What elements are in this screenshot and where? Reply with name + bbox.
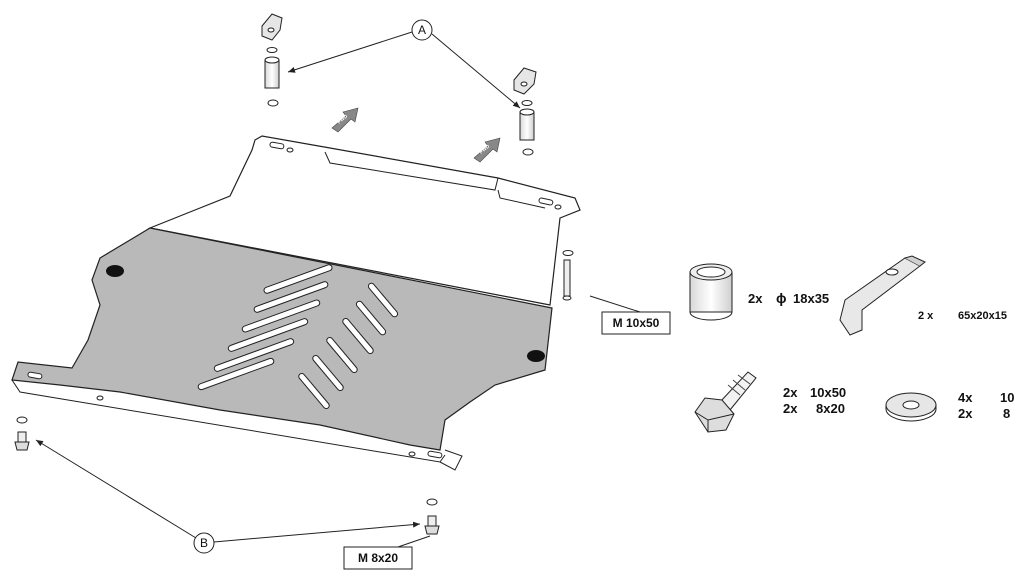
bottom-bolt-left (14, 416, 30, 451)
forward-arrow: FWD (331, 107, 359, 133)
mounting-slot (269, 141, 285, 150)
bottom-bolt-center (424, 498, 440, 535)
skid-plate-top-flange (324, 151, 499, 191)
vent-slots (298, 282, 399, 410)
mounting-hole (527, 350, 545, 362)
vent-slots (197, 264, 333, 391)
forward-arrow: FWD (473, 137, 501, 163)
svg-text:2 x: 2 x (918, 310, 934, 322)
callout-a: A (287, 19, 521, 109)
top-mount-left (261, 13, 283, 107)
svg-text:10x50: 10x50 (810, 385, 846, 400)
part-washer: 4x 10 2x 8 (885, 390, 1014, 422)
callout-b: B (35, 439, 421, 554)
svg-text:2x: 2x (958, 406, 973, 421)
svg-text:8x20: 8x20 (816, 401, 845, 416)
m10-label-box: M 10x50 (589, 295, 671, 335)
svg-text:M 10x50: M 10x50 (613, 316, 660, 330)
svg-text:8: 8 (1003, 406, 1010, 421)
skid-plate-rear-section (147, 135, 581, 306)
svg-text:18x35: 18x35 (793, 291, 829, 306)
svg-text:M 8x20: M 8x20 (358, 551, 398, 565)
svg-text:ϕ: ϕ (776, 290, 787, 306)
mounting-hole (106, 265, 124, 277)
callout-a-label: A (418, 23, 426, 37)
svg-text:2x: 2x (783, 401, 798, 416)
skid-plate-lower-flange (11, 379, 463, 471)
skid-plate-front-section (11, 227, 553, 451)
side-bolt (562, 250, 574, 301)
part-bracket: 2 x 65x20x15 (839, 255, 1007, 336)
svg-text:2x: 2x (783, 385, 798, 400)
svg-text:65x20x15: 65x20x15 (958, 310, 1007, 322)
skid-plate (11, 135, 581, 471)
part-spacer: 2x ϕ 18x35 (689, 263, 829, 321)
svg-text:2x: 2x (748, 291, 763, 306)
callout-b-label: B (200, 536, 208, 550)
part-bolt: 2x 10x50 2x 8x20 (694, 371, 846, 433)
svg-text:4x: 4x (958, 390, 973, 405)
mounting-slot (538, 197, 554, 206)
top-mount-right (513, 67, 537, 156)
svg-text:10: 10 (1000, 390, 1014, 405)
m8-label-box: M 8x20 (343, 535, 431, 570)
